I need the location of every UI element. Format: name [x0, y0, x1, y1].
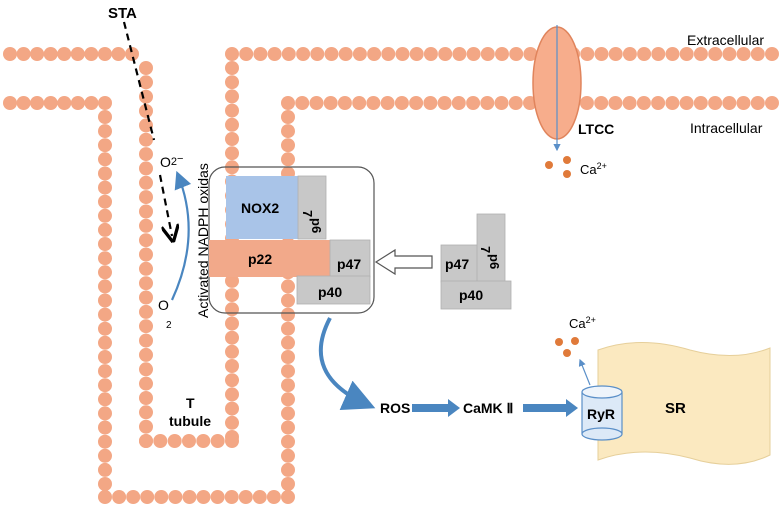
camk-to-ryr-arrow: [523, 399, 578, 417]
camk-label: CaMK Ⅱ: [463, 400, 513, 416]
p40-bound-subunit: [296, 275, 371, 305]
p67-bound-label-a: p6: [309, 218, 324, 233]
t-tubule-label-bottom: tubule: [169, 413, 211, 429]
sta-label: STA: [108, 5, 137, 22]
calcium-ions-released: [555, 337, 579, 357]
lipid-bilayer-membrane: [3, 47, 779, 504]
oxygen-reduction-arrow: [171, 170, 192, 301]
translocation-arrow: [374, 248, 433, 276]
p67-bound-label-b: 7: [300, 210, 315, 217]
nox2-label: NOX2: [241, 200, 279, 216]
oxygen-subscript: 2: [166, 320, 172, 331]
p22-subunit: [209, 240, 333, 277]
p47-bound-label: p47: [337, 256, 361, 272]
ryr-label: RyR: [587, 406, 615, 422]
p67-free-subunit: [476, 213, 506, 283]
ltcc-label: LTCC: [578, 121, 614, 137]
p40-bound-label: p40: [318, 284, 342, 300]
sr-label: SR: [665, 400, 686, 417]
ros-to-camk-arrow: [412, 399, 460, 417]
p40-free-subunit: [440, 280, 512, 310]
p22-label: p22: [248, 251, 272, 267]
p67-free-label-a: p6: [487, 254, 502, 269]
p47-free-label: p47: [445, 256, 469, 272]
t-tubule-label-top: T: [186, 395, 195, 411]
sarcoplasmic-reticulum: [597, 342, 771, 465]
calcium-ions-cytosol: [545, 156, 571, 178]
calcium-label-top: Ca2+: [580, 161, 607, 177]
p67-free-label-b: 7: [478, 246, 493, 253]
sta-dashed-arrow: [122, 21, 172, 236]
ros-label: ROS: [380, 400, 410, 416]
oxygen-label: O: [158, 297, 169, 313]
intracellular-label: Intracellular: [690, 120, 763, 136]
ryr-channel: [581, 385, 623, 441]
superoxide-label: O2−: [160, 153, 183, 170]
p40-free-label: p40: [459, 287, 483, 303]
extracellular-label: Extracellular: [687, 32, 764, 48]
ryr-calcium-release: [578, 358, 591, 386]
p67-bound-subunit: [297, 175, 327, 240]
ros-production-arrow: [318, 317, 376, 410]
nadph-oxidase-label: Activated NADPH oxidas: [195, 163, 211, 318]
nox2-subunit: [226, 176, 300, 239]
calcium-label-sr: Ca2+: [569, 315, 596, 331]
